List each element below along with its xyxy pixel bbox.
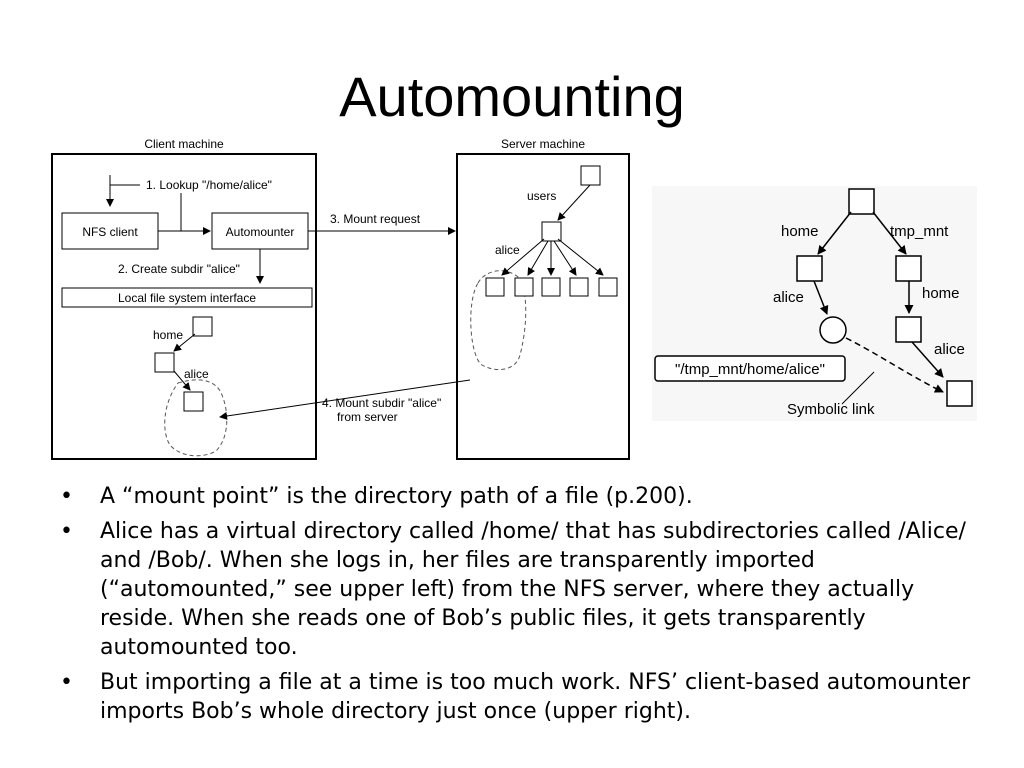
rd-home-node bbox=[796, 255, 823, 282]
client-machine-box bbox=[51, 153, 317, 460]
step2-label: 2. Create subdir "alice" bbox=[118, 262, 240, 276]
server-user-node bbox=[514, 277, 534, 297]
rd-symlink-node bbox=[819, 316, 847, 344]
server-user-node-alice bbox=[485, 277, 505, 297]
client-home-node bbox=[154, 352, 175, 373]
rd-alice-right-label: alice bbox=[934, 341, 965, 358]
client-alice-node bbox=[183, 391, 204, 412]
server-users-label: users bbox=[527, 189, 556, 203]
rd-tmp-mnt-node bbox=[895, 255, 922, 282]
server-user-node bbox=[598, 277, 618, 297]
server-root-node bbox=[580, 165, 601, 186]
rd-root-node bbox=[848, 188, 875, 215]
rd-home-label: home bbox=[781, 223, 819, 240]
client-mount-dashed-outline bbox=[164, 379, 228, 457]
bullet-glyph: • bbox=[60, 519, 73, 544]
bullet-text-1: A “mount point” is the directory path of… bbox=[100, 484, 693, 509]
rd-alice-leaf-node bbox=[946, 380, 973, 407]
nfs-client-box bbox=[61, 212, 159, 250]
local-fs-box bbox=[61, 287, 313, 308]
server-user-node bbox=[569, 277, 589, 297]
server-users-node bbox=[541, 221, 562, 242]
rd-alice-left-label: alice bbox=[773, 289, 804, 306]
server-machine-box bbox=[456, 153, 630, 460]
right-bg bbox=[652, 186, 977, 421]
server-machine-label: Server machine bbox=[501, 137, 585, 151]
step1-label: 1. Lookup "/home/alice" bbox=[146, 178, 272, 192]
bullet-glyph: • bbox=[60, 484, 73, 509]
client-machine-label: Client machine bbox=[144, 137, 224, 151]
rd-path-box bbox=[654, 355, 846, 382]
rd-home-right-node bbox=[895, 316, 922, 343]
automount-diagram: Client machine Server machine 1. Lookup … bbox=[51, 137, 630, 460]
bullet-glyph: • bbox=[60, 670, 73, 695]
symbolic-link-diagram: home tmp_mnt alice home alice "/tmp_mnt/… bbox=[652, 186, 977, 421]
client-alice-label: alice bbox=[184, 367, 209, 381]
bullet-text-3: But importing a file at a time is too mu… bbox=[100, 670, 971, 724]
bullet-item-2: • Alice has a virtual directory called /h… bbox=[60, 517, 980, 662]
bullet-list: • A “mount point” is the directory path o… bbox=[60, 482, 980, 732]
bullet-item-1: • A “mount point” is the directory path o… bbox=[60, 482, 980, 511]
step4-label-line2: from server bbox=[337, 410, 398, 424]
bullet-item-3: • But importing a file at a time is too m… bbox=[60, 668, 980, 726]
bullet-text-2: Alice has a virtual directory called /ho… bbox=[100, 519, 966, 660]
server-alice-label: alice bbox=[495, 243, 520, 257]
client-root-node bbox=[192, 316, 213, 337]
automounter-label: Automounter bbox=[226, 225, 295, 239]
nfs-client-label: NFS client bbox=[82, 225, 138, 239]
rd-home-right-label: home bbox=[922, 285, 960, 302]
server-user-node bbox=[541, 277, 561, 297]
client-home-label: home bbox=[153, 328, 183, 342]
local-fs-label: Local file system interface bbox=[118, 291, 256, 305]
rd-symlink-label: Symbolic link bbox=[787, 401, 875, 418]
rd-path-label: "/tmp_mnt/home/alice" bbox=[675, 361, 825, 378]
rd-tmp-mnt-label: tmp_mnt bbox=[890, 223, 949, 240]
slide-title: Automounting bbox=[339, 65, 685, 128]
step4-label-line1: 4. Mount subdir "alice" bbox=[322, 396, 441, 410]
step3-label: 3. Mount request bbox=[330, 212, 421, 226]
